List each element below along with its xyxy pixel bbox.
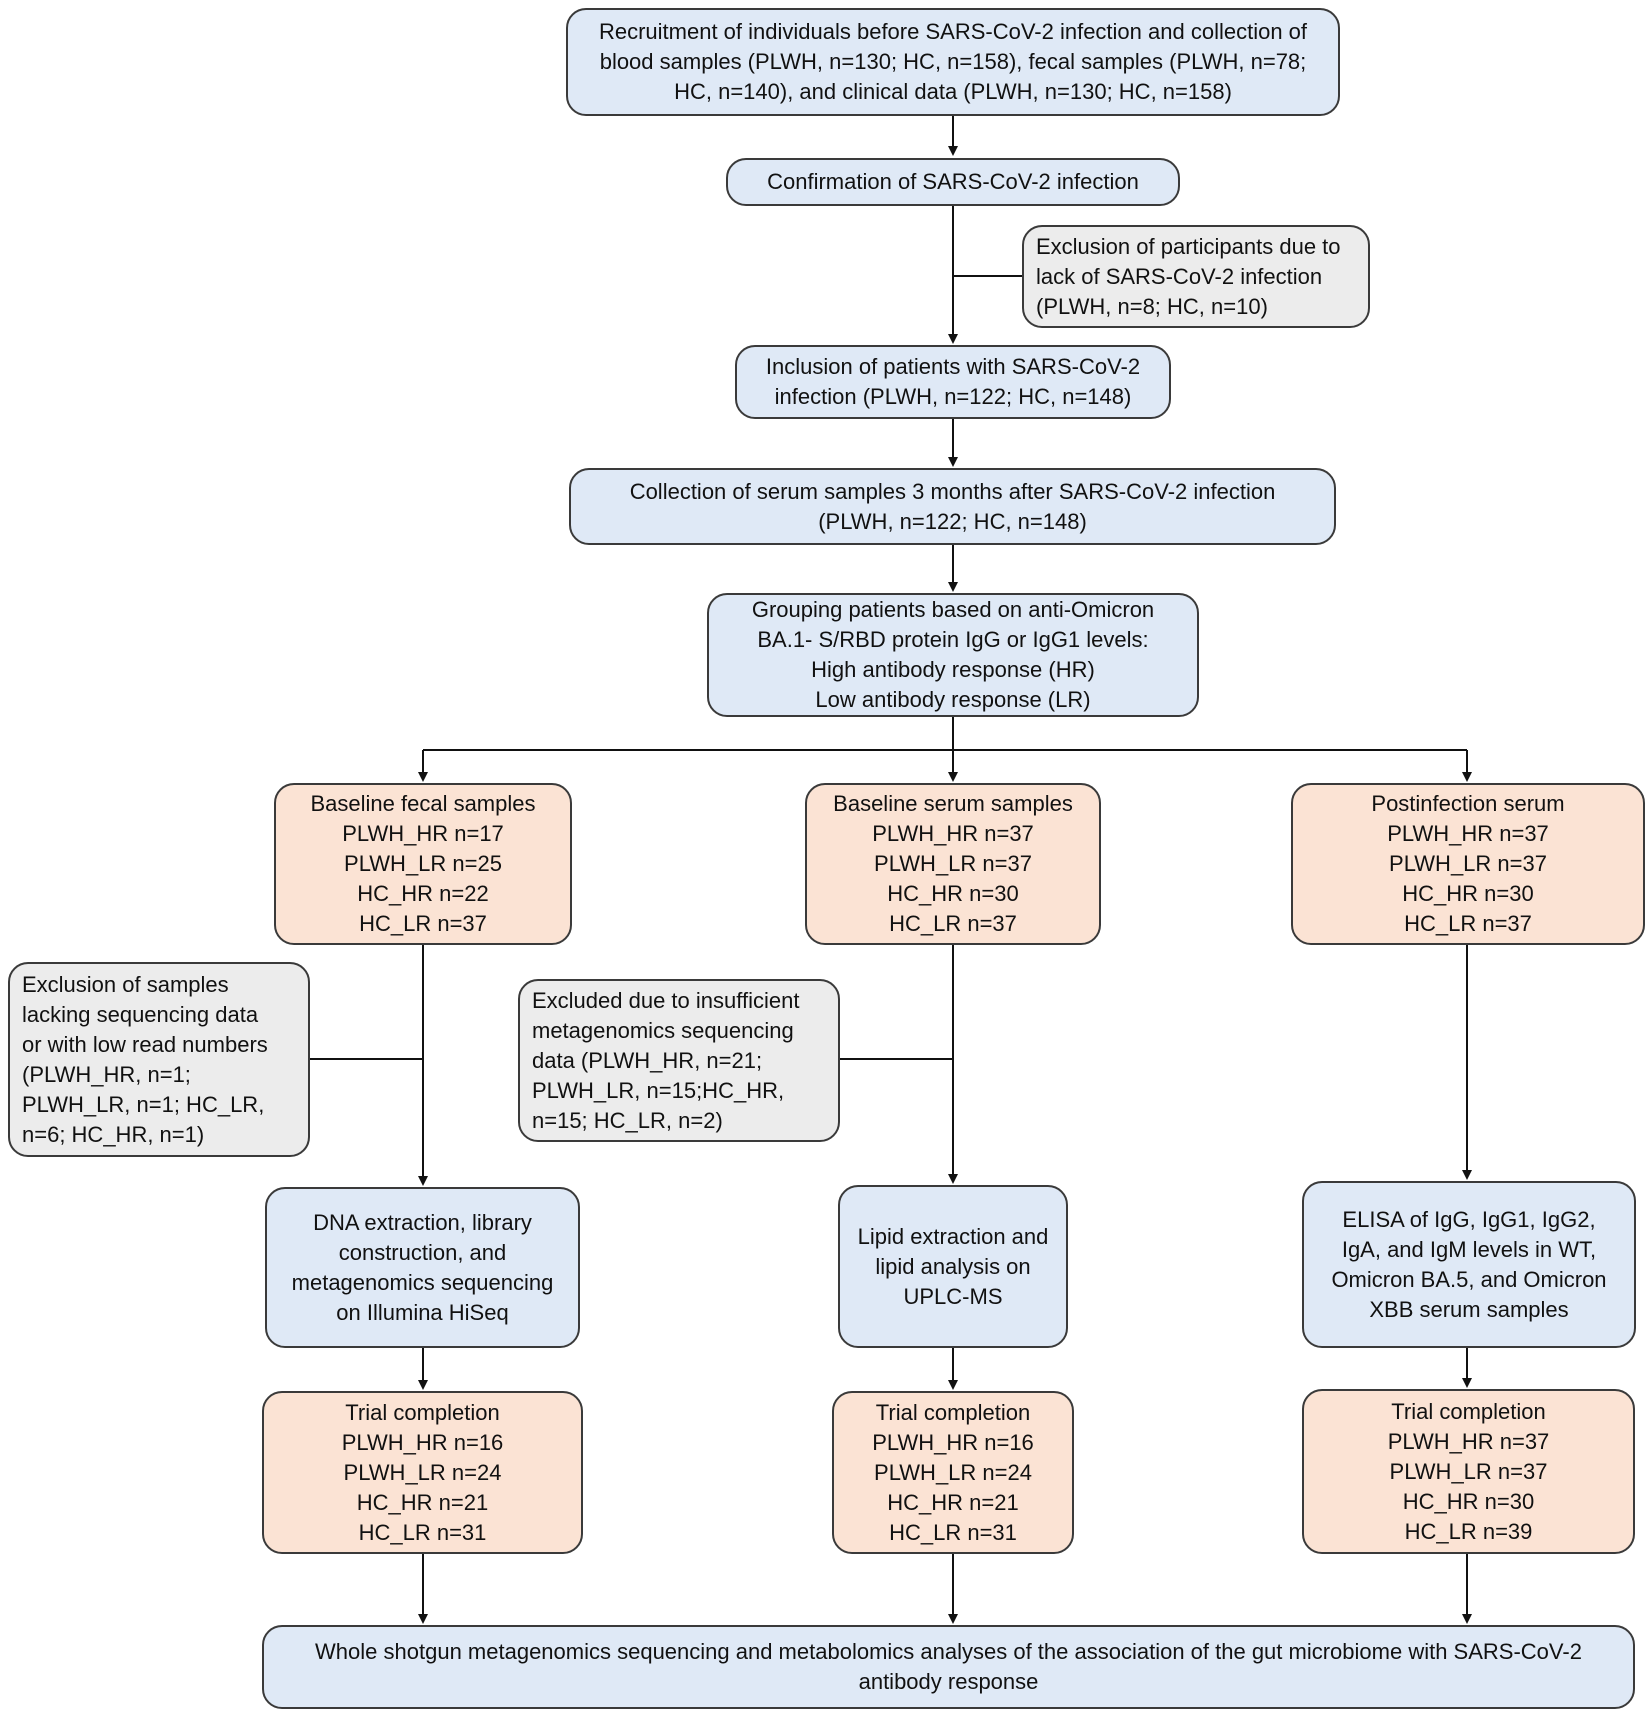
box-text-line: Excluded due to insufficient (532, 987, 800, 1013)
box-text-line: PLWH_LR, n=15;HC_HR, (532, 1077, 785, 1103)
box-confirmation: Confirmation of SARS-CoV-2 infection (726, 158, 1180, 206)
box-text-line: lipid analysis on (875, 1253, 1031, 1279)
box-text-line: PLWH_LR, n=1; HC_LR, (22, 1091, 265, 1117)
box-text-line: Postinfection serum (1371, 791, 1565, 816)
box-text-line: PLWH_HR n=37 (1387, 1428, 1550, 1454)
box-text-line: antibody response (858, 1669, 1039, 1694)
box-text-line: UPLC-MS (903, 1283, 1003, 1309)
box-text-line: lacking sequencing data (22, 1001, 259, 1027)
box-text-line: HC_LR n=31 (358, 1519, 487, 1545)
box-text-line: Trial completion (345, 1399, 500, 1425)
box-text-line: Recruitment of individuals before SARS-C… (598, 19, 1308, 44)
box-text-line: n=15; HC_LR, n=2) (532, 1107, 723, 1133)
box-text-line: HC_LR n=31 (889, 1519, 1017, 1545)
box-text-line: Inclusion of patients with SARS-CoV-2 (765, 354, 1141, 379)
box-text-line: Whole shotgun metagenomics sequencing an… (315, 1639, 1582, 1664)
box-text-line: HC_HR n=30 (1402, 1488, 1535, 1514)
box-text-line: HC_LR n=37 (889, 911, 1017, 936)
box-dna-extraction: DNA extraction, library construction, and… (265, 1187, 580, 1348)
box-text-line: HC_HR n=30 (1402, 881, 1534, 906)
box-text-line: Lipid extraction and (857, 1223, 1049, 1249)
box-text-line: PLWH_LR n=37 (1389, 1458, 1548, 1484)
box-text-line: HC_HR n=22 (357, 881, 489, 906)
box-text-line: Baseline serum samples (833, 791, 1073, 816)
box-text-line: data (PLWH_HR, n=21; (532, 1047, 763, 1073)
box-text-line: (PLWH, n=8; HC, n=10) (1036, 293, 1268, 319)
box-exclusion-sequencing: Exclusion of samples lacking sequencing d… (8, 962, 310, 1157)
box-text-line: n=6; HC_HR, n=1) (22, 1121, 205, 1147)
box-text-line: or with low read numbers (22, 1031, 268, 1057)
box-text-line: metagenomics sequencing (532, 1017, 794, 1043)
box-recruitment: Recruitment of individuals before SARS-C… (566, 8, 1340, 116)
box-text-line: Low antibody response (LR) (815, 687, 1091, 712)
box-text-line: infection (PLWH, n=122; HC, n=148) (774, 384, 1132, 409)
box-text-line: Grouping patients based on anti-Omicron (751, 597, 1155, 622)
box-text-line: Confirmation of SARS-CoV-2 infection (767, 169, 1139, 194)
box-text-line: BA.1- S/RBD protein IgG or IgG1 levels: (757, 627, 1149, 652)
box-text-line: Trial completion (875, 1399, 1031, 1425)
box-text-line: HC, n=140), and clinical data (PLWH, n=1… (674, 79, 1232, 104)
box-text-line: PLWH_HR n=17 (342, 821, 504, 846)
box-text-line: (PLWH_HR, n=1; (22, 1061, 191, 1087)
box-text-line: DNA extraction, library (313, 1209, 532, 1235)
box-text-line: HC_HR n=21 (356, 1489, 489, 1515)
box-text-line: PLWH_HR n=37 (1387, 821, 1549, 846)
box-exclusion-infection: Exclusion of participants due to lack of … (1022, 225, 1370, 328)
box-text-line: Exclusion of participants due to (1036, 233, 1341, 259)
box-text-line: PLWH_HR n=16 (341, 1429, 504, 1455)
box-text-line: HC_LR n=37 (1404, 911, 1532, 936)
box-exclusion-metagenomics: Excluded due to insufficient metagenomics… (518, 979, 840, 1142)
box-text-line: HC_HR n=30 (887, 881, 1019, 906)
box-text-line: PLWH_LR n=25 (344, 851, 502, 876)
box-text-line: PLWH_HR n=37 (872, 821, 1034, 846)
box-text-line: construction, and (338, 1239, 507, 1265)
box-text-line: IgA, and IgM levels in WT, (1341, 1236, 1597, 1262)
box-elisa: ELISA of IgG, IgG1, IgG2, IgA, and IgM le… (1302, 1181, 1636, 1348)
box-text-line: HC_LR n=37 (359, 911, 487, 936)
box-text-line: blood samples (PLWH, n=130; HC, n=158), … (599, 49, 1307, 74)
box-text-line: PLWH_HR n=16 (872, 1429, 1034, 1455)
box-final: Whole shotgun metagenomics sequencing an… (262, 1625, 1635, 1709)
box-text-line: Omicron BA.5, and Omicron (1331, 1266, 1607, 1292)
box-text-line: lack of SARS-CoV-2 infection (1036, 263, 1323, 289)
box-text-line: ELISA of IgG, IgG1, IgG2, (1342, 1206, 1596, 1232)
box-text-line: PLWH_LR n=24 (343, 1459, 502, 1485)
box-serum-collection: Collection of serum samples 3 months aft… (569, 468, 1336, 545)
box-text-line: on Illumina HiSeq (336, 1299, 509, 1325)
box-text-line: PLWH_LR n=24 (874, 1459, 1032, 1485)
box-text-line: PLWH_LR n=37 (1389, 851, 1547, 876)
box-text-line: HC_HR n=21 (887, 1489, 1019, 1515)
box-inclusion: Inclusion of patients with SARS-CoV-2 inf… (735, 345, 1171, 419)
box-text-line: (PLWH, n=122; HC, n=148) (818, 508, 1087, 534)
box-text-line: PLWH_LR n=37 (874, 851, 1032, 876)
box-text-line: Trial completion (1391, 1398, 1546, 1424)
box-text-line: XBB serum samples (1369, 1296, 1569, 1322)
box-text-line: Exclusion of samples (22, 971, 229, 997)
box-lipid-extraction: Lipid extraction and lipid analysis on UPL… (838, 1185, 1068, 1348)
box-text-line: Baseline fecal samples (310, 791, 536, 816)
box-text-line: HC_LR n=39 (1404, 1518, 1533, 1544)
box-text-line: Collection of serum samples 3 months aft… (629, 478, 1276, 504)
box-text-line: metagenomics sequencing (291, 1269, 554, 1295)
box-text-line: High antibody response (HR) (811, 657, 1095, 682)
